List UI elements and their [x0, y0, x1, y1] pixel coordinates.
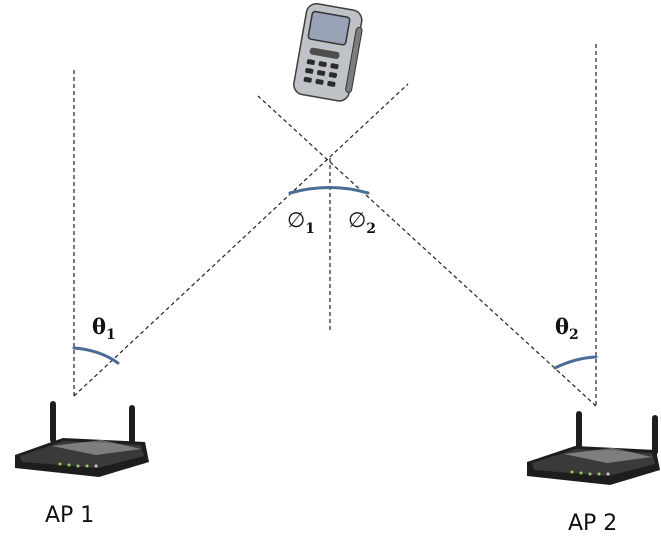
theta1-symbol: θ — [92, 314, 106, 339]
phi2-subscript: 2 — [366, 221, 376, 237]
phi-arc — [288, 186, 370, 195]
theta1-label: θ1 — [92, 314, 116, 343]
ap1-to-phone-line — [73, 83, 409, 397]
theta1-arc — [72, 346, 120, 365]
phi1-symbol: ∅ — [287, 208, 305, 232]
theta2-label: θ2 — [555, 314, 579, 343]
theta2-subscript: 2 — [569, 327, 579, 343]
theta2-symbol: θ — [555, 314, 569, 339]
phi2-symbol: ∅ — [348, 208, 366, 232]
angle-arcs — [72, 186, 598, 370]
ap1-router-icon — [15, 401, 149, 477]
ap1-label: AP 1 — [45, 503, 94, 528]
theta2-arc — [553, 355, 598, 370]
phi1-subscript: 1 — [305, 221, 315, 237]
phi2-label: ∅2 — [348, 208, 376, 237]
phi1-label: ∅1 — [287, 208, 315, 237]
mobile-phone-icon — [293, 3, 363, 102]
theta1-subscript: 1 — [106, 327, 116, 343]
ap2-label: AP 2 — [568, 511, 617, 536]
ap2-router-icon — [527, 411, 660, 485]
